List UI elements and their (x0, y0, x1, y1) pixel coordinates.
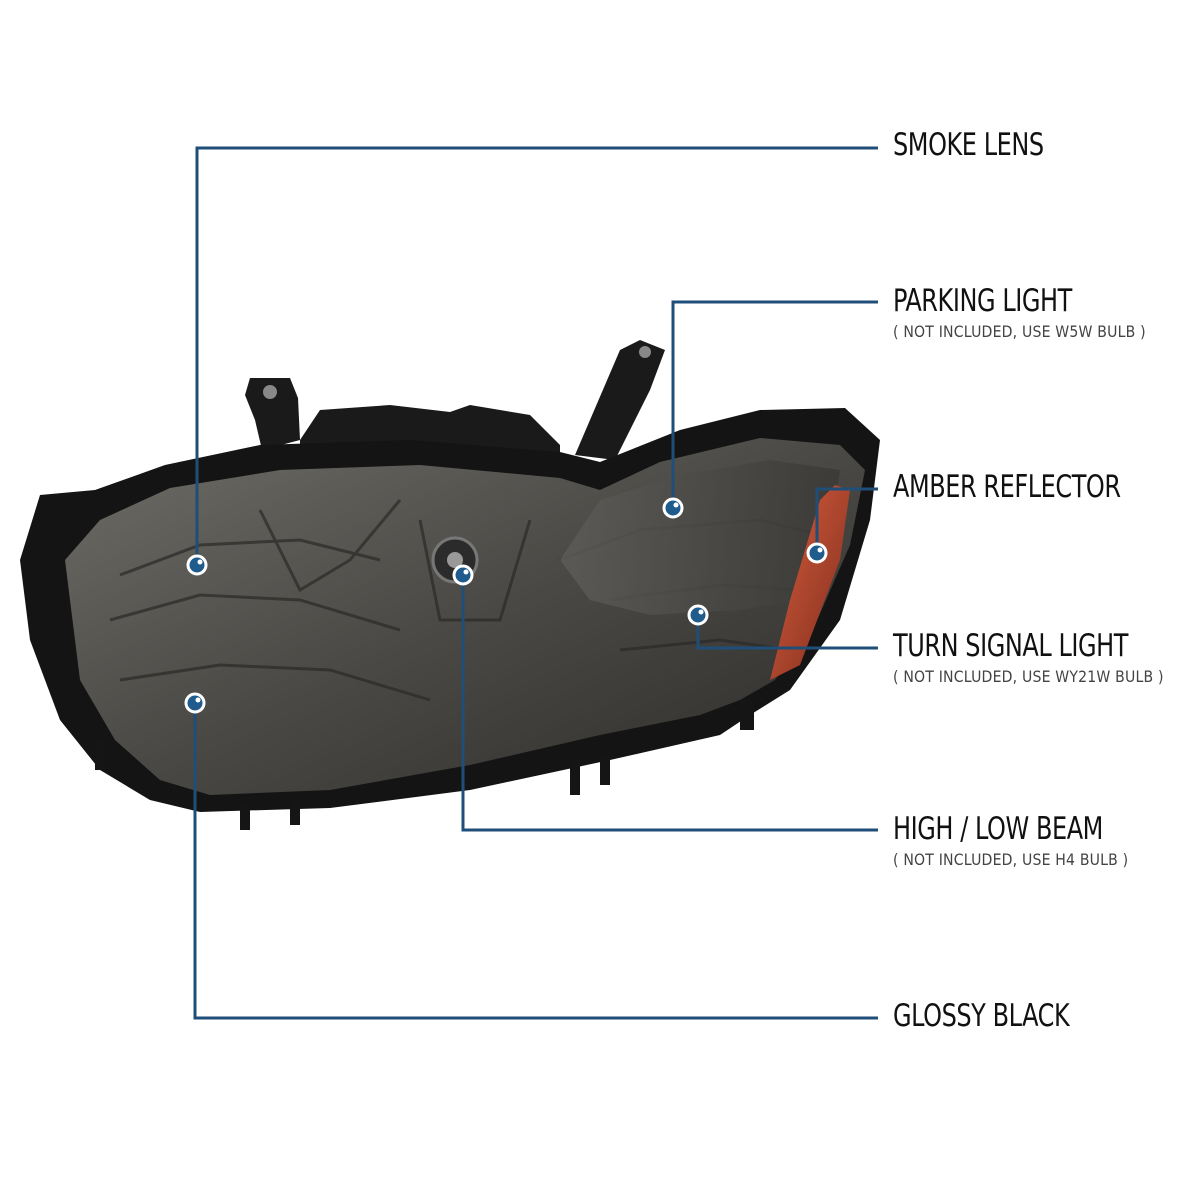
turn-signal-note: ( NOT INCLUDED, USE WY21W BULB ) (893, 667, 1164, 686)
turn-signal-title: TURN SIGNAL LIGHT (893, 628, 1129, 664)
parking-light-title: PARKING LIGHT (893, 283, 1072, 319)
high-low-beam-leader (461, 575, 878, 832)
glossy-black-leader (193, 703, 878, 1020)
bottom-tabs (95, 700, 754, 830)
corner-lamp (560, 460, 840, 615)
glossy-black-marker (184, 692, 206, 714)
high-low-beam-marker (452, 564, 474, 586)
glossy-black-title: GLOSSY BLACK (893, 998, 1070, 1034)
parking-light-marker (662, 497, 684, 519)
amber-reflector-leader (815, 487, 878, 553)
smoke-lens-leader (195, 146, 878, 565)
parking-light-leader (671, 300, 878, 508)
smoke-lens-title: SMOKE LENS (893, 127, 1044, 163)
amber-reflector-title: AMBER REFLECTOR (893, 469, 1121, 505)
parking-light-note: ( NOT INCLUDED, USE W5W BULB ) (893, 322, 1146, 341)
leader-lines (193, 146, 878, 1020)
high-low-beam-title: HIGH / LOW BEAM (893, 811, 1103, 847)
turn-signal-leader (696, 615, 878, 650)
turn-signal-marker (687, 604, 709, 626)
smoke-lens-marker (186, 554, 208, 576)
amber-reflector-shape (770, 485, 850, 680)
amber-reflector-marker (806, 542, 828, 564)
high-low-beam-note: ( NOT INCLUDED, USE H4 BULB ) (893, 850, 1129, 869)
